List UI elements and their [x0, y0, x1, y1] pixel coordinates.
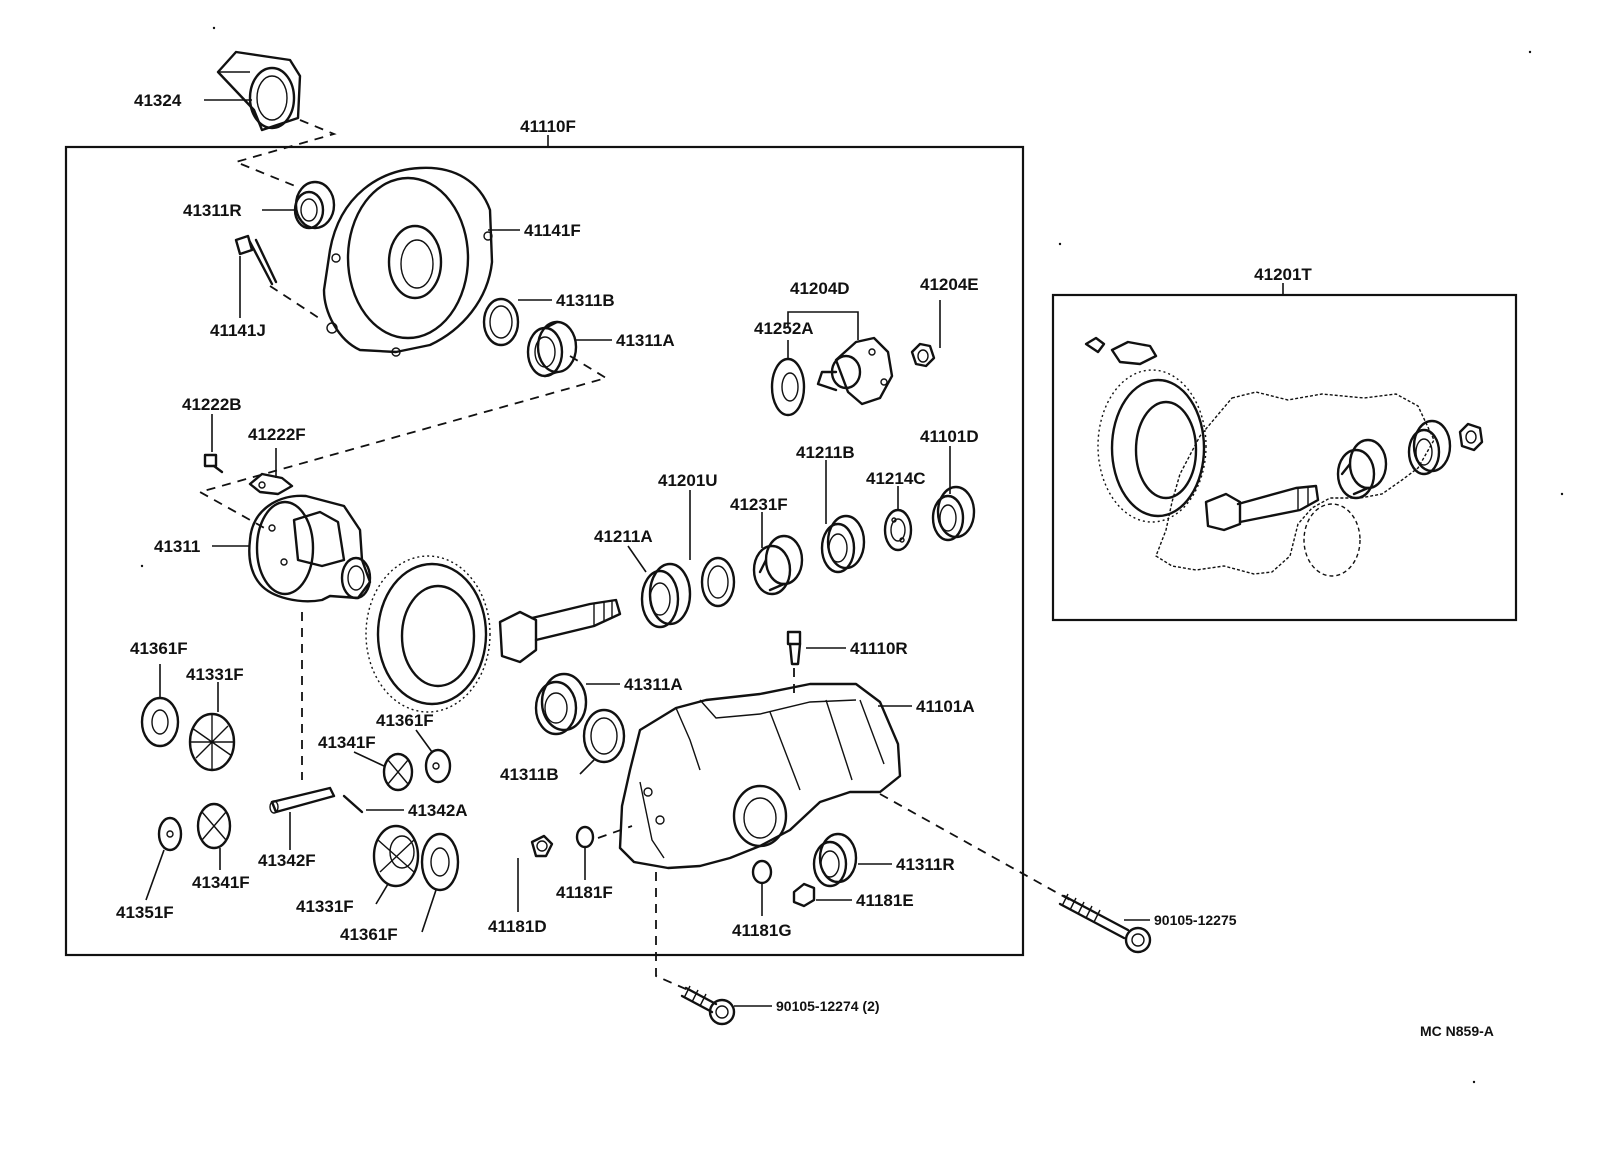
label-41311R-bottom[interactable]: 41311R	[896, 855, 955, 874]
oil-seal-41311R-top-part	[293, 180, 336, 230]
collar-41231F-part	[752, 534, 804, 596]
oil-seal-41252A-part	[770, 357, 806, 417]
label-41324[interactable]: 41324	[134, 91, 182, 110]
bearing-41311A-top-part	[526, 320, 578, 378]
gear-kit-label[interactable]: 41201T	[1254, 265, 1312, 284]
label-41204E[interactable]: 41204E	[920, 275, 979, 294]
filler-plug-41181E-part	[792, 882, 816, 908]
diagram-code: MC N859-A	[1420, 1023, 1494, 1039]
gasket-41181F-part	[575, 825, 595, 849]
gear-kit-frame	[1051, 293, 1518, 622]
thrust-washer-41351F-part	[157, 816, 183, 852]
label-41361F-a[interactable]: 41361F	[130, 639, 188, 658]
label-41101D[interactable]: 41101D	[920, 427, 979, 446]
label-41311B-mid[interactable]: 41311B	[500, 765, 559, 784]
label-41222B[interactable]: 41222B	[182, 395, 242, 414]
companion-flange-41204D-part	[816, 336, 894, 406]
label-41181D[interactable]: 41181D	[488, 917, 547, 936]
bolt-41222B-part	[203, 453, 224, 474]
label-41361F-b[interactable]: 41361F	[376, 711, 434, 730]
label-41214C[interactable]: 41214C	[866, 469, 926, 488]
label-41351F[interactable]: 41351F	[116, 903, 174, 922]
label-41311A-top[interactable]: 41311A	[616, 331, 675, 350]
bearing-race-41311B-mid-part	[582, 708, 626, 764]
label-41341F-a[interactable]: 41341F	[318, 733, 376, 752]
breather-plug-41110R-part	[786, 630, 802, 666]
drain-plug-41181D-part	[530, 834, 554, 858]
label-41101A[interactable]: 41101A	[916, 697, 975, 716]
bearing-41311A-mid-part	[534, 672, 588, 736]
label-41222F[interactable]: 41222F	[248, 425, 306, 444]
label-41110R[interactable]: 41110R	[850, 639, 908, 658]
bearing-cage-41214C-part	[883, 508, 913, 552]
pinion-shaft-41342F-part	[269, 786, 336, 814]
oil-seal-41101D-part	[931, 485, 976, 542]
spacer-41201U-part	[700, 556, 736, 608]
thrust-washer-41361F-c-part	[420, 832, 460, 892]
side-gear-41331F-a-part	[188, 712, 236, 772]
bolt-90105-12275-part	[1058, 893, 1152, 954]
bolt-90105-12274-part	[680, 985, 736, 1026]
carrier-housing-41101A-part	[618, 682, 902, 870]
label-41361F-c[interactable]: 41361F	[340, 925, 398, 944]
label-41141J[interactable]: 41141J	[210, 321, 266, 340]
gear-kit-41201T-illustration	[1084, 336, 1484, 577]
label-90105-12274[interactable]: 90105-12274 (2)	[776, 998, 880, 1014]
side-gear-41331F-b-part	[372, 824, 420, 888]
label-41331F-a[interactable]: 41331F	[186, 665, 244, 684]
label-90105-12275[interactable]: 90105-12275	[1154, 912, 1237, 928]
label-41211A[interactable]: 41211A	[594, 527, 653, 546]
label-41342F[interactable]: 41342F	[258, 851, 316, 870]
nut-41204E-part	[910, 342, 936, 368]
bearing-41211B-part	[820, 514, 866, 574]
scan-specks	[140, 26, 1564, 1084]
oil-seal-41311R-bottom-part	[812, 832, 858, 888]
label-41181G[interactable]: 41181G	[732, 921, 792, 940]
label-41141F[interactable]: 41141F	[524, 221, 581, 240]
differential-case-41311-part	[248, 494, 372, 603]
ring-gear-and-pinion-part	[365, 555, 622, 713]
main-assembly-frame	[64, 145, 1025, 957]
label-41311A-mid[interactable]: 41311A	[624, 675, 683, 694]
label-41201U[interactable]: 41201U	[658, 471, 718, 490]
side-cover-41141F-part	[322, 166, 494, 357]
label-41311[interactable]: 41311	[154, 537, 200, 556]
main-assembly-label[interactable]: 41110F	[520, 117, 576, 136]
thrust-washer-41361F-b-part	[424, 748, 452, 784]
gasket-41181G-part	[751, 859, 773, 885]
label-41181E[interactable]: 41181E	[856, 891, 914, 910]
label-41341F-b[interactable]: 41341F	[192, 873, 250, 892]
label-41311R-top[interactable]: 41311R	[183, 201, 242, 220]
label-41311B-top[interactable]: 41311B	[556, 291, 615, 310]
bearing-41211A-part	[640, 562, 692, 629]
label-41204D[interactable]: 41204D	[790, 279, 850, 298]
sleeve-41324-part	[216, 50, 302, 132]
bearing-race-41311B-top-part	[482, 297, 520, 347]
lock-plate-41222F-part	[248, 472, 294, 496]
thrust-washer-41361F-a-part	[140, 696, 180, 748]
pinion-gear-41341F-a-part	[382, 752, 414, 792]
label-41331F-b[interactable]: 41331F	[296, 897, 354, 916]
pinion-gear-41341F-b-part	[196, 802, 232, 850]
bolt-41141J-part	[234, 234, 278, 286]
label-41252A[interactable]: 41252A	[754, 319, 814, 338]
lock-pin-41342A-part	[342, 794, 364, 814]
label-41181F[interactable]: 41181F	[556, 883, 613, 902]
label-41231F[interactable]: 41231F	[730, 495, 788, 514]
label-41211B[interactable]: 41211B	[796, 443, 855, 462]
label-41342A[interactable]: 41342A	[408, 801, 468, 820]
